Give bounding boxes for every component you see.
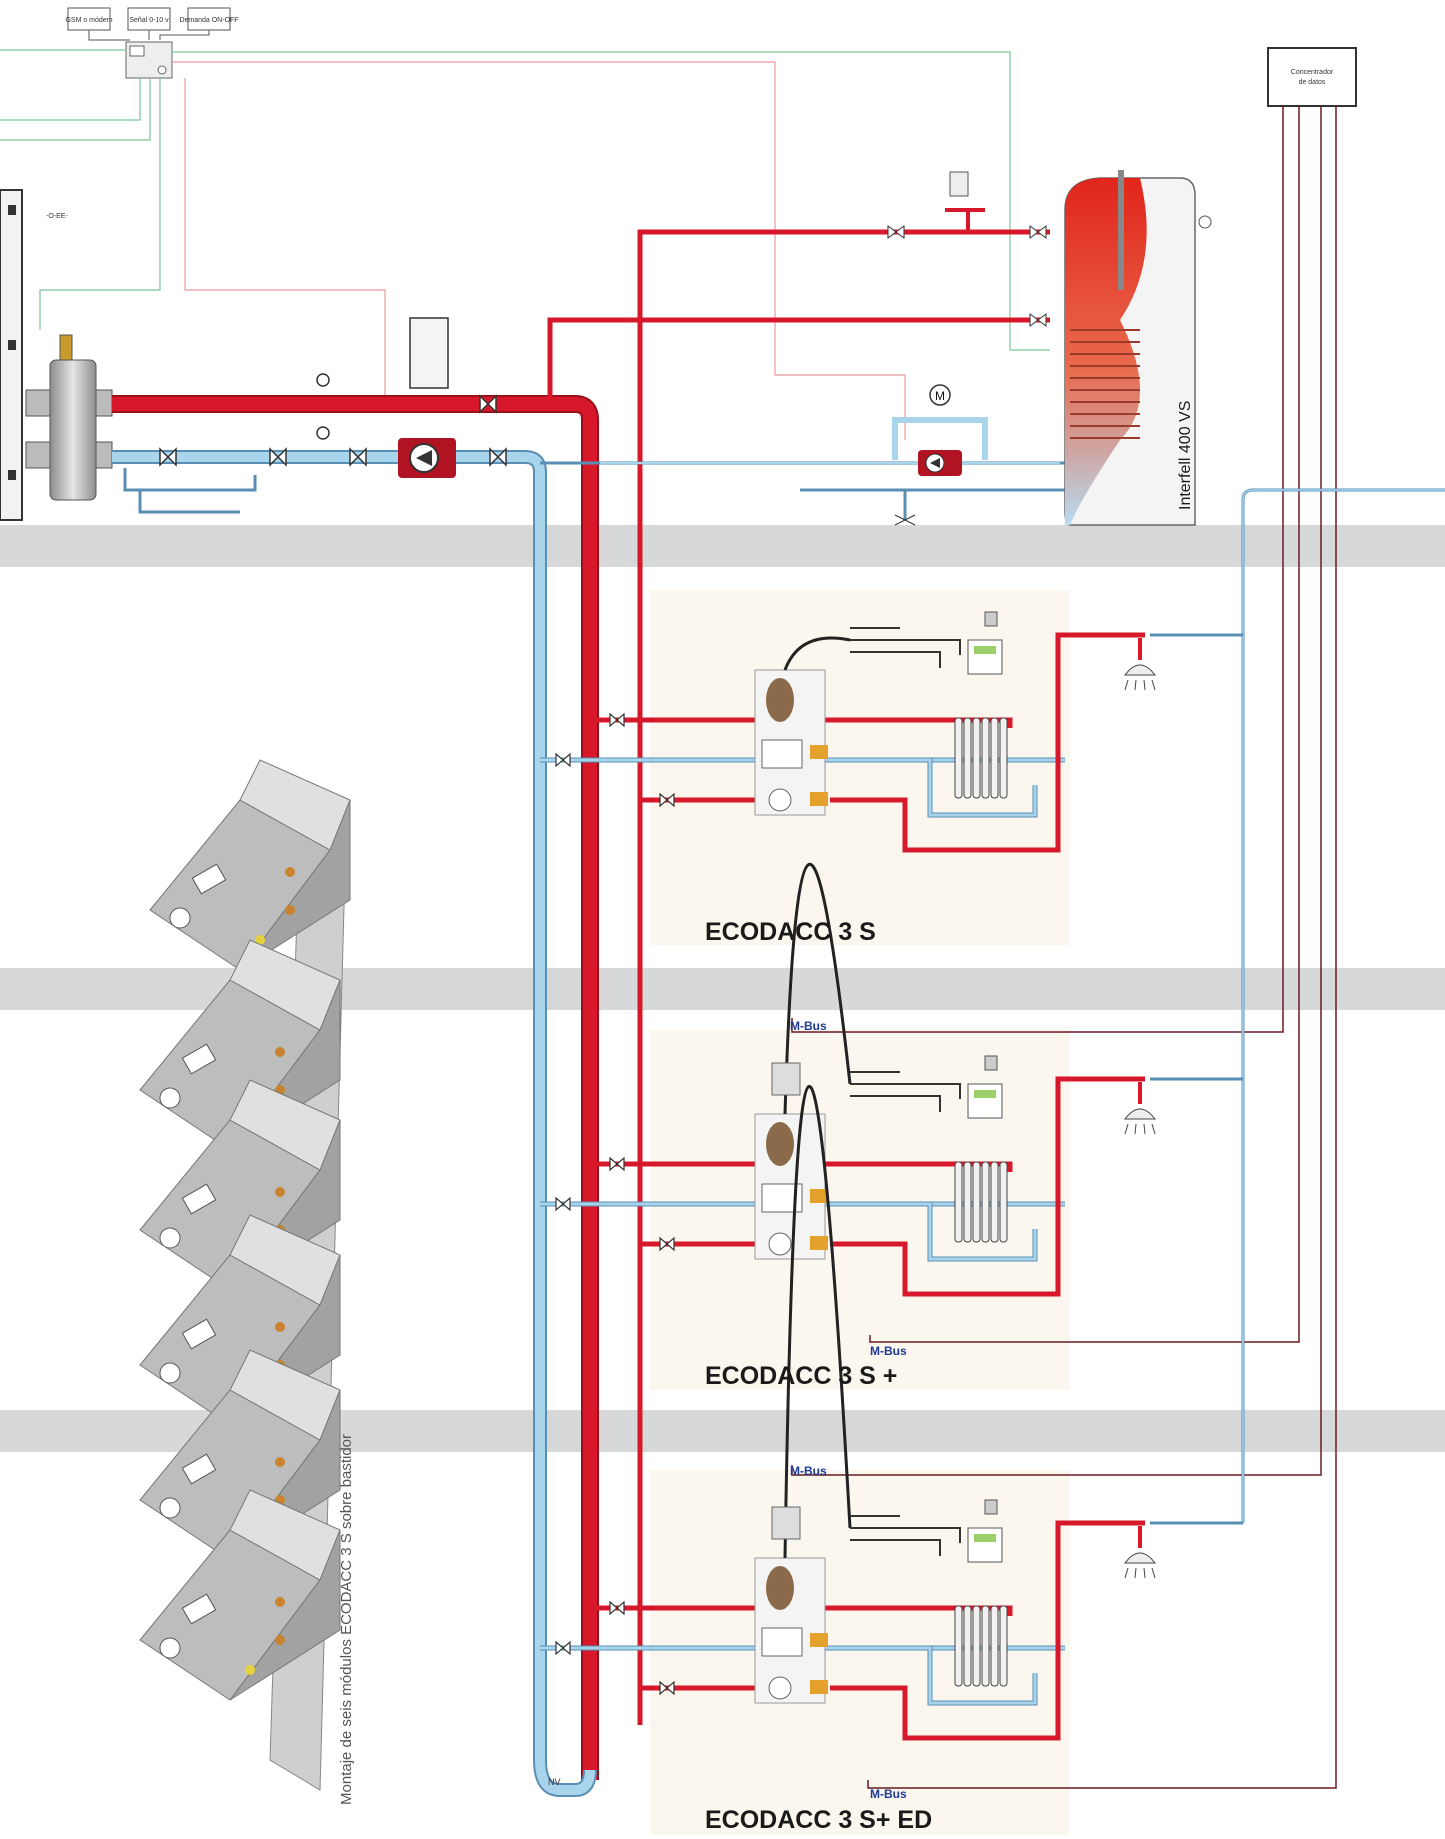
data-concentrator: Concentrador de datos: [1267, 47, 1357, 107]
svg-text:-O-EE-: -O-EE-: [46, 213, 68, 220]
ecodacc-module-icon: [754, 611, 1003, 816]
main-valves: [159, 317, 507, 467]
concentrator-line2: de datos: [1299, 79, 1326, 86]
signal-wires: [0, 49, 1050, 440]
radiator-icon: [954, 1161, 1008, 1243]
safety-group: [887, 171, 1047, 327]
module-title: ECODACC 3 S +: [705, 1362, 897, 1390]
module-title: ECODACC 3 S: [705, 918, 876, 946]
module-floor-2: [540, 863, 1243, 1297]
module-title: ECODACC 3 S+ ED: [705, 1806, 932, 1834]
control-box-demand: Demanda ON-OFF: [179, 17, 238, 24]
boiler: -O-EE-: [0, 189, 68, 521]
mbus-label: M-Bus: [870, 1787, 907, 1801]
cold-water-entry: [800, 488, 1065, 526]
main-pump-icon: [398, 438, 456, 478]
module-floor-3: [540, 1085, 1243, 1741]
storage-tank: Interfell 400 VS: [1064, 170, 1212, 526]
rack-caption: Montaje de seis módulos ECODACC 3 S sobr…: [338, 1434, 355, 1805]
rack-module-icon: [149, 759, 351, 971]
control-box-signal: Señal 0-10 v: [129, 17, 169, 24]
shower-icon: [1123, 633, 1243, 691]
module-floor-1: [540, 611, 1243, 853]
mbus-label: M-Bus: [870, 1344, 907, 1358]
service-pipes: [123, 468, 257, 514]
tank-label: Interfell 400 VS: [1177, 401, 1194, 510]
mbus-label: M-Bus: [790, 1464, 827, 1478]
radiator-icon: [954, 1605, 1008, 1687]
dhw-pump-group: M: [892, 384, 988, 476]
hydraulic-separator: [25, 334, 113, 501]
hot-riser-coil: [547, 317, 1050, 404]
hot-riser-upper: [637, 229, 1050, 1725]
ecodacc-module-icon: [754, 1085, 1003, 1704]
branch-valves: [555, 712, 675, 808]
branch-valves: [555, 1156, 675, 1252]
shower-icon: [1123, 1077, 1243, 1135]
concentrator-line1: Concentrador: [1291, 69, 1334, 76]
radiator-icon: [954, 717, 1008, 799]
mbus-label: M-Bus: [790, 1019, 827, 1033]
branch-valves: [555, 1600, 675, 1696]
mbus-lines: [791, 106, 1337, 1789]
control-box-gsm: GSM o módem: [65, 17, 112, 24]
valve-label: NV: [548, 1777, 561, 1787]
floor-band: [0, 525, 1445, 567]
ecodacc-module-icon: [754, 863, 1003, 1260]
rack-module-icon: [139, 1489, 341, 1701]
control-boxes: GSM o módem Señal 0-10 v Demanda ON-OFF: [65, 7, 239, 79]
pump-motor-label: M: [935, 389, 945, 403]
rack-module-icon: [139, 1214, 341, 1426]
module-rack: [139, 759, 351, 1791]
rack-module-icon: [139, 939, 341, 1151]
rack-module-icon: [139, 1349, 341, 1561]
shower-icon: [1123, 1521, 1243, 1579]
